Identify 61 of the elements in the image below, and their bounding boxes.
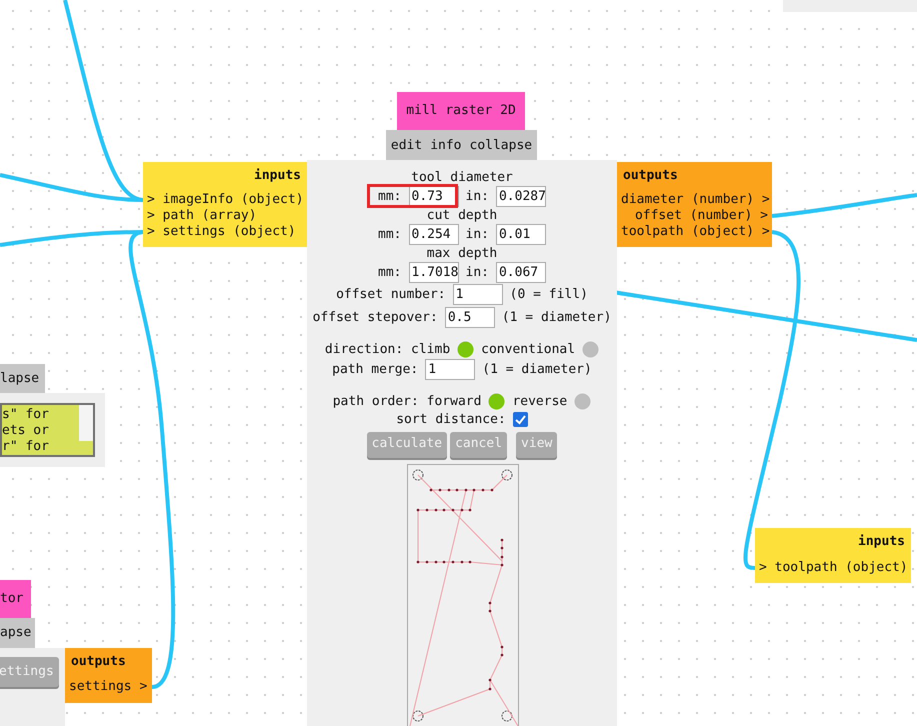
- outputs-panel: [617, 162, 772, 247]
- menu-link: edit: [390, 138, 422, 152]
- field-heading: tool diameter: [411, 170, 513, 184]
- inputs-panel: [143, 162, 307, 247]
- input-port: > path (array): [143, 208, 307, 224]
- wire: [0, 173, 144, 202]
- menu-link: lapse: [0, 371, 40, 386]
- input-field: 1: [452, 284, 503, 304]
- text-line: r" for: [2, 439, 49, 454]
- output-port: settings >: [65, 679, 152, 695]
- field-label: offset number:: [336, 286, 446, 302]
- panel-heading: outputs: [623, 168, 678, 183]
- option-label: path order: forward: [332, 394, 482, 408]
- option-label: direction: climb: [324, 342, 450, 356]
- unit-label: in:: [466, 226, 489, 242]
- input-port: > imageInfo (object): [143, 192, 307, 208]
- calculate-button: calculate: [366, 432, 448, 458]
- input-field: 1.7018: [408, 262, 458, 282]
- field-heading: cut depth: [426, 208, 498, 222]
- output-port: toolpath (object) >: [617, 224, 772, 240]
- input-field: 0.067: [496, 262, 546, 282]
- unit-label: in:: [466, 264, 489, 280]
- panel-heading: outputs: [71, 654, 126, 669]
- option-label: conventional: [481, 342, 576, 356]
- output-port: offset (number) >: [617, 208, 772, 224]
- unit-label: mm:: [378, 188, 402, 204]
- hint-text: (1 = diameter): [502, 310, 612, 324]
- unit-label: mm:: [378, 226, 402, 242]
- input-field: 0.01: [496, 224, 546, 244]
- wire: [0, 230, 144, 247]
- module-title: tor: [0, 580, 31, 618]
- field-label: path merge:: [332, 362, 418, 376]
- output-port: diameter (number) >: [617, 192, 772, 208]
- panel-heading: inputs: [254, 168, 301, 183]
- menu-link: info: [430, 138, 462, 152]
- input-port: > toolpath (object): [755, 560, 911, 576]
- panel-heading: inputs: [858, 534, 905, 549]
- input-field: 0.254: [408, 224, 458, 244]
- text-line: s" for: [2, 407, 49, 422]
- cancel-button: cancel: [450, 432, 508, 458]
- field-label: offset stepover:: [312, 310, 438, 324]
- hint-text: (1 = diameter): [482, 362, 592, 376]
- input-field: 0.0287: [496, 186, 546, 206]
- input-field: 0.5: [444, 306, 495, 328]
- settings-button: ettings: [0, 657, 59, 687]
- unit-label: mm:: [378, 264, 402, 280]
- input-port: > settings (object): [143, 224, 307, 240]
- text-line: ets or: [2, 423, 49, 438]
- option-label: reverse: [512, 394, 568, 408]
- module-title: mill raster 2D: [397, 92, 525, 130]
- view-button: view: [516, 432, 558, 458]
- hint-text: (0 = fill): [510, 286, 588, 302]
- menu-link: apse: [0, 625, 32, 640]
- outputs-panel: [65, 648, 152, 703]
- unit-label: in:: [466, 188, 489, 204]
- inputs-panel: [755, 528, 911, 583]
- field-heading: max depth: [426, 246, 498, 260]
- input-field: 1: [425, 358, 476, 380]
- menu-link: collapse: [470, 138, 532, 152]
- field-label: sort distance:: [396, 412, 506, 426]
- wire: [772, 193, 917, 218]
